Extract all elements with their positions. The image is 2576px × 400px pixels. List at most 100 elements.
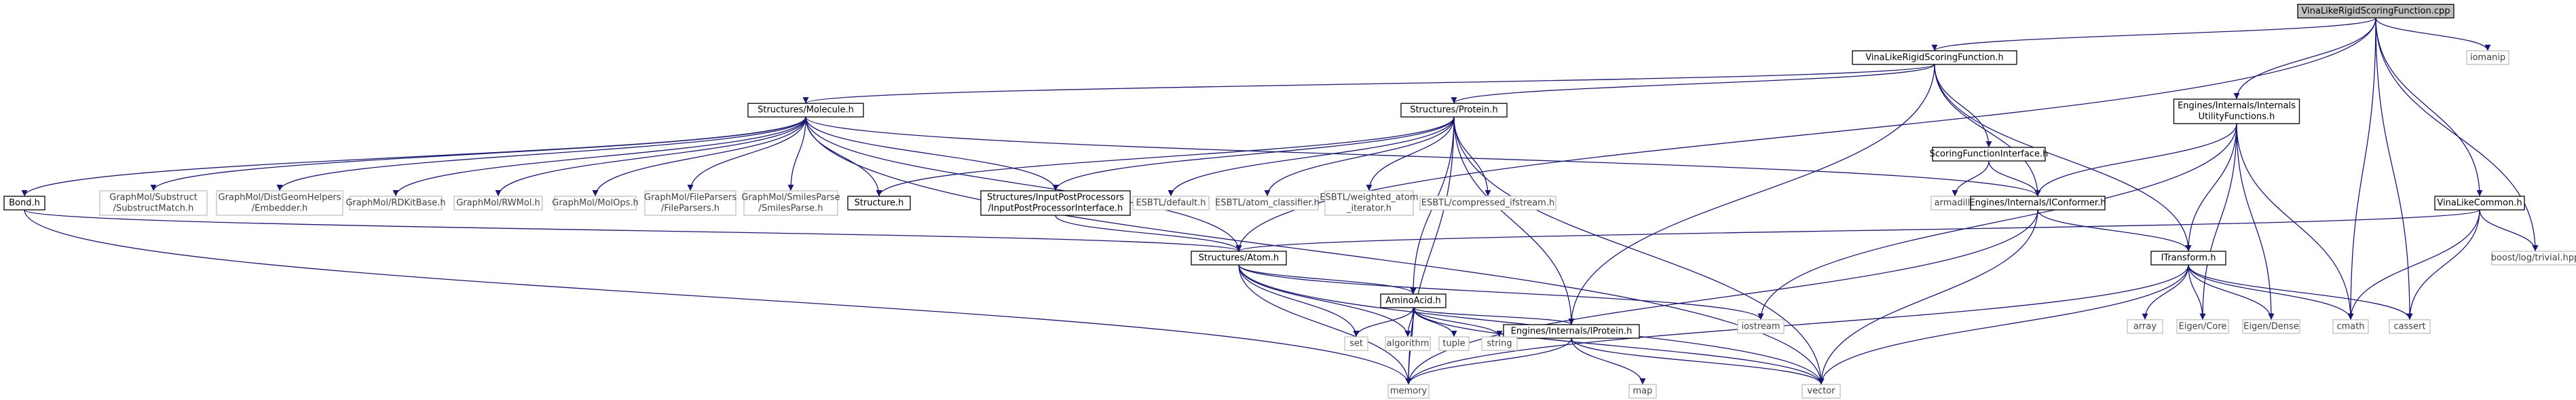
node-box xyxy=(2466,50,2509,65)
node-box xyxy=(99,190,208,216)
node-box xyxy=(2434,196,2525,211)
node-structure_h[interactable]: Structure.h xyxy=(847,196,911,211)
node-box xyxy=(1970,196,2106,211)
edge-protein_h-to-iprotein_h xyxy=(1453,117,1575,325)
edge-vlrsf_h-to-iprotein_h xyxy=(1568,64,1935,325)
node-label: ScoringFunctionInterface.h xyxy=(1930,149,2049,160)
node-label: memory xyxy=(1390,386,1427,397)
edge-protein_h-to-esbtl_atomcls xyxy=(1264,117,1455,197)
node-box xyxy=(1400,103,1508,117)
edge-itransform_h-to-vector xyxy=(1818,264,2189,385)
node-label: iostream xyxy=(1741,321,1780,331)
node-box xyxy=(1191,251,1287,266)
edge-vlrsf_h-to-iconformer_h xyxy=(1934,64,2041,197)
edge-util_h-to-iostream xyxy=(1757,123,2237,320)
edge-util_h-to-eigen_core xyxy=(2199,123,2237,320)
node-box xyxy=(216,190,343,216)
edge-itransform_h-to-memory xyxy=(1405,264,2189,385)
edge-root-to-vinacommon_h xyxy=(2375,18,2483,197)
node-esbtl_weighted: ESBTL/weighted_atom_iterator.h xyxy=(1320,190,1419,216)
node-root[interactable]: VinaLikeRigidScoringFunction.cpp xyxy=(2297,3,2454,19)
node-label: Eigen/Dense xyxy=(2243,321,2299,331)
node-box xyxy=(1737,319,1785,334)
node-box xyxy=(1932,147,2046,162)
node-ipp_h[interactable]: Structures/InputPostProcessors/InputPost… xyxy=(980,190,1131,216)
node-box xyxy=(2389,319,2431,334)
edge-molecule_h-to-gm_rwmol xyxy=(495,117,806,197)
edge-vinacommon_h-to-atom_h xyxy=(1236,209,2480,252)
edge-itransform_h-to-cmath xyxy=(2188,264,2354,320)
node-label: Structures/Protein.h xyxy=(1410,105,1498,115)
node-sfi_h[interactable]: ScoringFunctionInterface.h xyxy=(1930,147,2049,162)
node-label: Engines/Internals/IConformer.h xyxy=(1970,198,2106,208)
node-box xyxy=(1387,384,1430,399)
edge-protein_h-to-esbtl_default xyxy=(1168,117,1455,197)
node-label: Engines/Internals/IProtein.h xyxy=(1511,327,1632,337)
node-atom_h[interactable]: Structures/Atom.h xyxy=(1191,251,1287,266)
node-gm_rwmol: GraphMol/RWMol.h xyxy=(453,196,543,211)
node-label: Eigen/Core xyxy=(2179,321,2227,331)
node-box xyxy=(743,190,838,216)
node-label: ESBTL/atom_classifier.h xyxy=(1215,198,1320,208)
node-aminoacid_h[interactable]: AminoAcid.h xyxy=(1380,293,1446,308)
edge-iconformer_h-to-itransform_h xyxy=(2037,209,2192,252)
node-box xyxy=(2491,251,2576,266)
edge-root-to-atom_h xyxy=(1235,18,2376,252)
node-itransform_h[interactable]: ITransform.h xyxy=(2150,251,2226,266)
node-bond_h[interactable]: Bond.h xyxy=(3,196,45,211)
node-box xyxy=(1438,336,1470,351)
node-label: GraphMol/RDKitBase.h xyxy=(346,198,445,208)
node-vector: vector xyxy=(1802,384,1841,399)
node-iprotein_h[interactable]: Engines/Internals/IProtein.h xyxy=(1503,324,1640,339)
node-box xyxy=(1324,190,1414,216)
node-box xyxy=(1385,336,1431,351)
node-gm_fileparsers: GraphMol/FileParsers/FileParsers.h xyxy=(644,190,736,216)
edge-util_h-to-iconformer_h xyxy=(2034,123,2237,197)
node-label: Bond.h xyxy=(9,198,40,208)
edge-itransform_h-to-eigen_dense xyxy=(2188,264,2275,320)
edge-util_h-to-itransform_h xyxy=(2185,123,2237,252)
edge-iprotein_h-to-vector xyxy=(1571,338,1825,385)
edge-molecule_h-to-gm_substruct xyxy=(150,117,806,192)
node-label: armadillo xyxy=(1935,198,1976,208)
edge-bond_h-to-atom_h xyxy=(24,209,1242,252)
edge-molecule_h-to-gm_distgeom xyxy=(276,117,806,192)
node-algorithm: algorithm xyxy=(1385,336,1431,351)
edge-protein_h-to-vector xyxy=(1453,117,1825,385)
node-label: ESBTL/weighted_atom xyxy=(1320,193,1418,203)
node-label: Structure.h xyxy=(855,198,904,208)
node-label: set xyxy=(1349,339,1363,349)
node-label: map xyxy=(1633,386,1653,397)
node-box xyxy=(1481,336,1518,351)
node-vinacommon_h[interactable]: VinaLikeCommon.h xyxy=(2434,196,2525,211)
node-label: GraphMol/MolOps.h xyxy=(552,198,638,208)
node-box xyxy=(1852,50,2017,65)
edge-molecule_h-to-gm_molops xyxy=(592,117,806,197)
edge-vinacommon_h-to-boost_log xyxy=(2479,209,2539,252)
node-iconformer_h[interactable]: Engines/Internals/IConformer.h xyxy=(1970,196,2106,211)
edge-atom_h-to-algorithm xyxy=(1238,264,1411,338)
node-label: /InputPostProcessorInterface.h xyxy=(988,204,1123,214)
edge-atom_h-to-set xyxy=(1238,264,1360,338)
edge-iprotein_h-to-memory xyxy=(1405,338,1572,385)
edge-aminoacid_h-to-vector xyxy=(1413,307,1825,385)
node-label: GraphMol/SmilesParse xyxy=(741,193,840,203)
edge-itransform_h-to-cassert xyxy=(2188,264,2413,320)
node-label: /Embedder.h xyxy=(252,204,308,214)
node-util_h[interactable]: Engines/Internals/InternalsUtilityFuncti… xyxy=(2173,98,2300,124)
node-esbtl_atomcls: ESBTL/atom_classifier.h xyxy=(1215,196,1320,211)
node-protein_h[interactable]: Structures/Protein.h xyxy=(1400,103,1508,117)
node-label: Structures/Molecule.h xyxy=(758,105,854,115)
node-label: Engines/Internals/Internals xyxy=(2178,101,2296,111)
node-molecule_h[interactable]: Structures/Molecule.h xyxy=(747,103,864,117)
edge-itransform_h-to-eigen_core xyxy=(2188,264,2206,320)
edge-molecule_h-to-iconformer_h xyxy=(805,116,2041,197)
node-label: VinaLikeRigidScoringFunction.h xyxy=(1865,52,2004,62)
edge-atom_h-to-memory xyxy=(1238,264,1412,385)
node-label: ESBTL/compressed_ifstream.h xyxy=(1421,198,1554,208)
node-vlrsf_h[interactable]: VinaLikeRigidScoringFunction.h xyxy=(1852,50,2017,65)
node-label: GraphMol/RWMol.h xyxy=(456,198,540,208)
edge-vlrsf_h-to-sfi_h xyxy=(1934,64,1992,148)
node-box xyxy=(349,196,443,211)
node-label: _iterator.h xyxy=(1346,204,1392,214)
